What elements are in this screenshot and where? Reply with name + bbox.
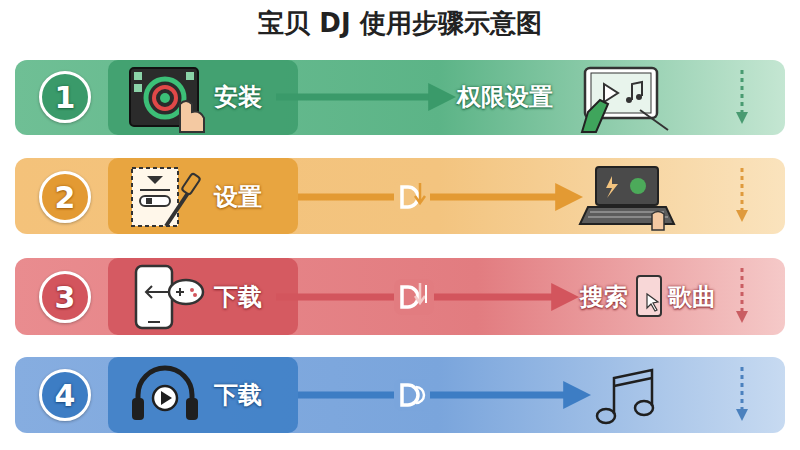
headphones-icon [132, 368, 198, 420]
step-number-circle: 4 [39, 369, 91, 421]
step-band [15, 357, 785, 433]
step-band [15, 60, 785, 135]
title-text: 宝贝 DJ 使用步骤示意图 [258, 8, 541, 38]
dashed-down-arrow [741, 70, 744, 415]
node-text: 搜索 [580, 283, 628, 311]
node-text: 3 [55, 280, 76, 315]
flow-arrow [298, 392, 580, 399]
step-label: 搜索 [574, 279, 634, 316]
dj-controller-icon [130, 68, 204, 132]
settings-icon [132, 168, 201, 226]
music-note-icon [597, 370, 653, 423]
step-label: 安装 [208, 79, 268, 116]
diagram-title: 宝贝 DJ 使用步骤示意图 [0, 8, 800, 39]
step-label: 权限设置 [451, 79, 559, 116]
flow-arrow [276, 93, 445, 100]
node-text: 权限设置 [457, 83, 553, 111]
disc-badge [394, 279, 434, 315]
node-text: 下载 [214, 381, 262, 409]
node-text: 安装 [214, 83, 262, 111]
disc-badge [394, 181, 430, 213]
text-label: 歌曲 [664, 279, 720, 316]
node-text: 4 [55, 378, 76, 413]
step-label: 下载 [208, 377, 268, 414]
step-number-circle: 1 [39, 71, 91, 123]
step-band [15, 258, 785, 335]
laptop-icon [580, 167, 674, 230]
tablet-cursor-icon [637, 276, 661, 316]
tablet-icon [582, 68, 668, 132]
step-number-circle: 2 [39, 171, 91, 223]
node-text: 设置 [214, 183, 262, 211]
node-text: 下载 [214, 283, 262, 311]
disc-badge [394, 379, 430, 411]
step-label: 设置 [208, 179, 268, 216]
label-text: 歌曲 [668, 283, 716, 311]
step-label: 下载 [208, 279, 268, 316]
flow-arrow [298, 194, 572, 201]
step-number-circle: 3 [39, 271, 91, 323]
node-text: 2 [55, 180, 76, 215]
step-band [15, 158, 785, 234]
node-text: 1 [55, 80, 76, 115]
phone-icon [136, 266, 203, 328]
